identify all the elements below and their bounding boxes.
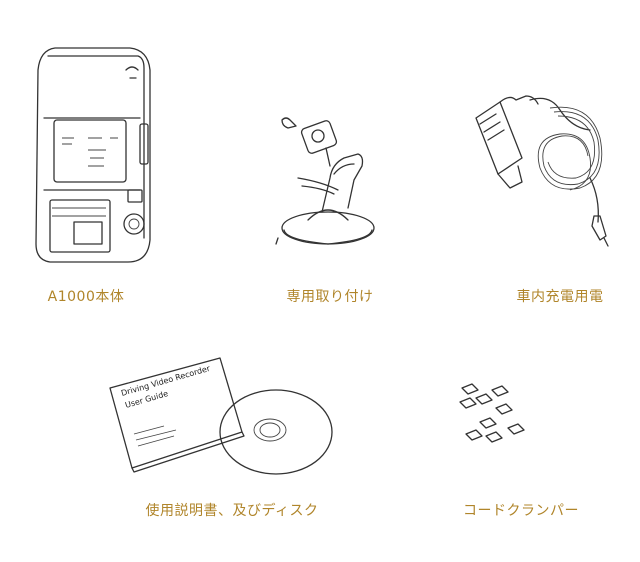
caption-manual-disc: 使用説明書、及びディスク — [145, 503, 319, 519]
car-charger-icon — [470, 88, 615, 253]
suction-mount-icon — [268, 108, 383, 253]
caption-charger: 車内充電用電 — [516, 289, 604, 305]
caption-clamps: コードクランパー — [463, 503, 579, 519]
caption-dashcam: A1000本体 — [47, 289, 125, 305]
cord-clamp-icon — [452, 378, 532, 448]
caption-mount: 専用取り付け — [286, 289, 374, 305]
dashcam-icon — [30, 40, 160, 270]
manual-disc-icon: Driving Video Recorder User Guide — [104, 356, 334, 476]
